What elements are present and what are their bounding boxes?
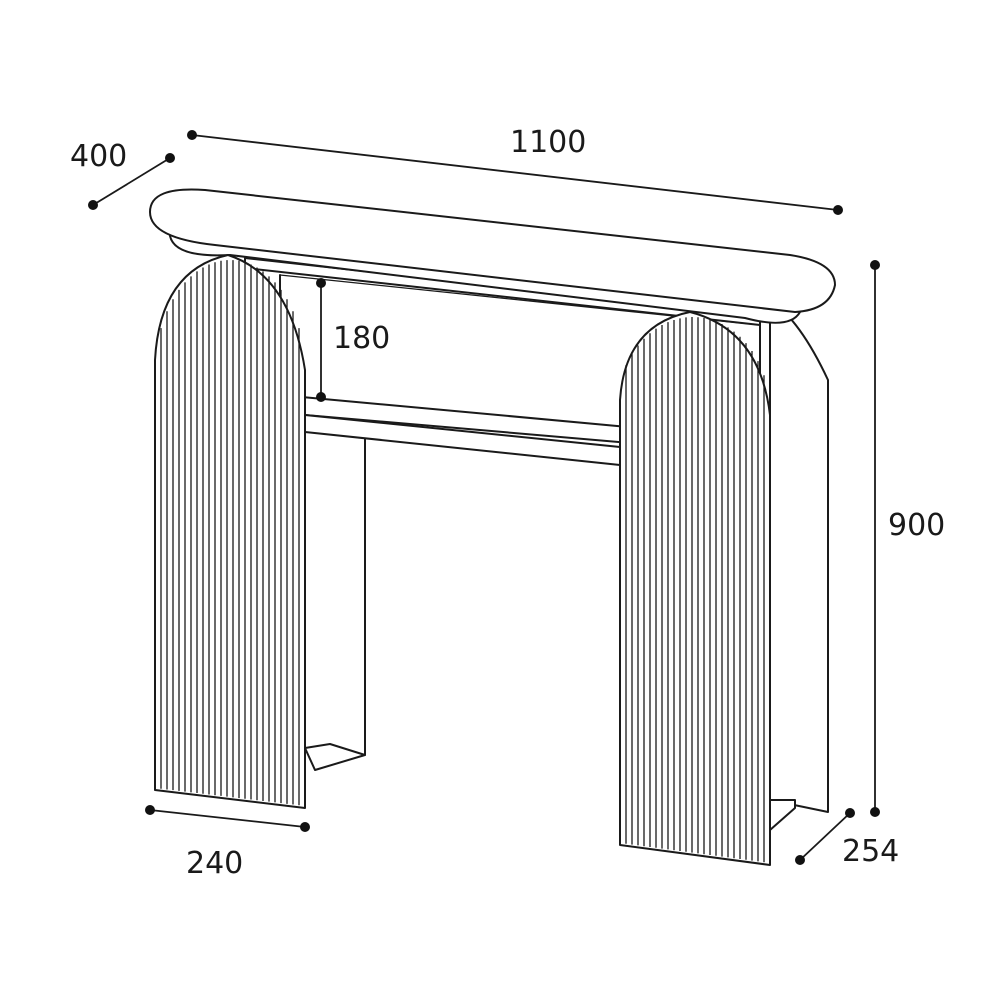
leg-width-label: 240 bbox=[186, 846, 243, 881]
width-label: 1100 bbox=[510, 125, 586, 160]
dimension-leg-depth: 254 bbox=[795, 808, 899, 869]
right-leg bbox=[619, 311, 771, 866]
dimension-width: 1100 bbox=[187, 125, 843, 215]
dimension-shelf-gap: 180 bbox=[316, 278, 390, 402]
dimension-leg-width: 240 bbox=[145, 805, 310, 881]
back-frame bbox=[304, 299, 829, 831]
height-label: 900 bbox=[888, 508, 945, 543]
depth-label: 400 bbox=[70, 139, 127, 174]
left-leg bbox=[154, 254, 306, 809]
dimension-height: 900 bbox=[870, 260, 945, 817]
dimension-depth: 400 bbox=[70, 139, 175, 210]
shelf-gap-label: 180 bbox=[333, 321, 390, 356]
tabletop bbox=[149, 188, 836, 324]
leg-depth-label: 254 bbox=[842, 834, 899, 869]
